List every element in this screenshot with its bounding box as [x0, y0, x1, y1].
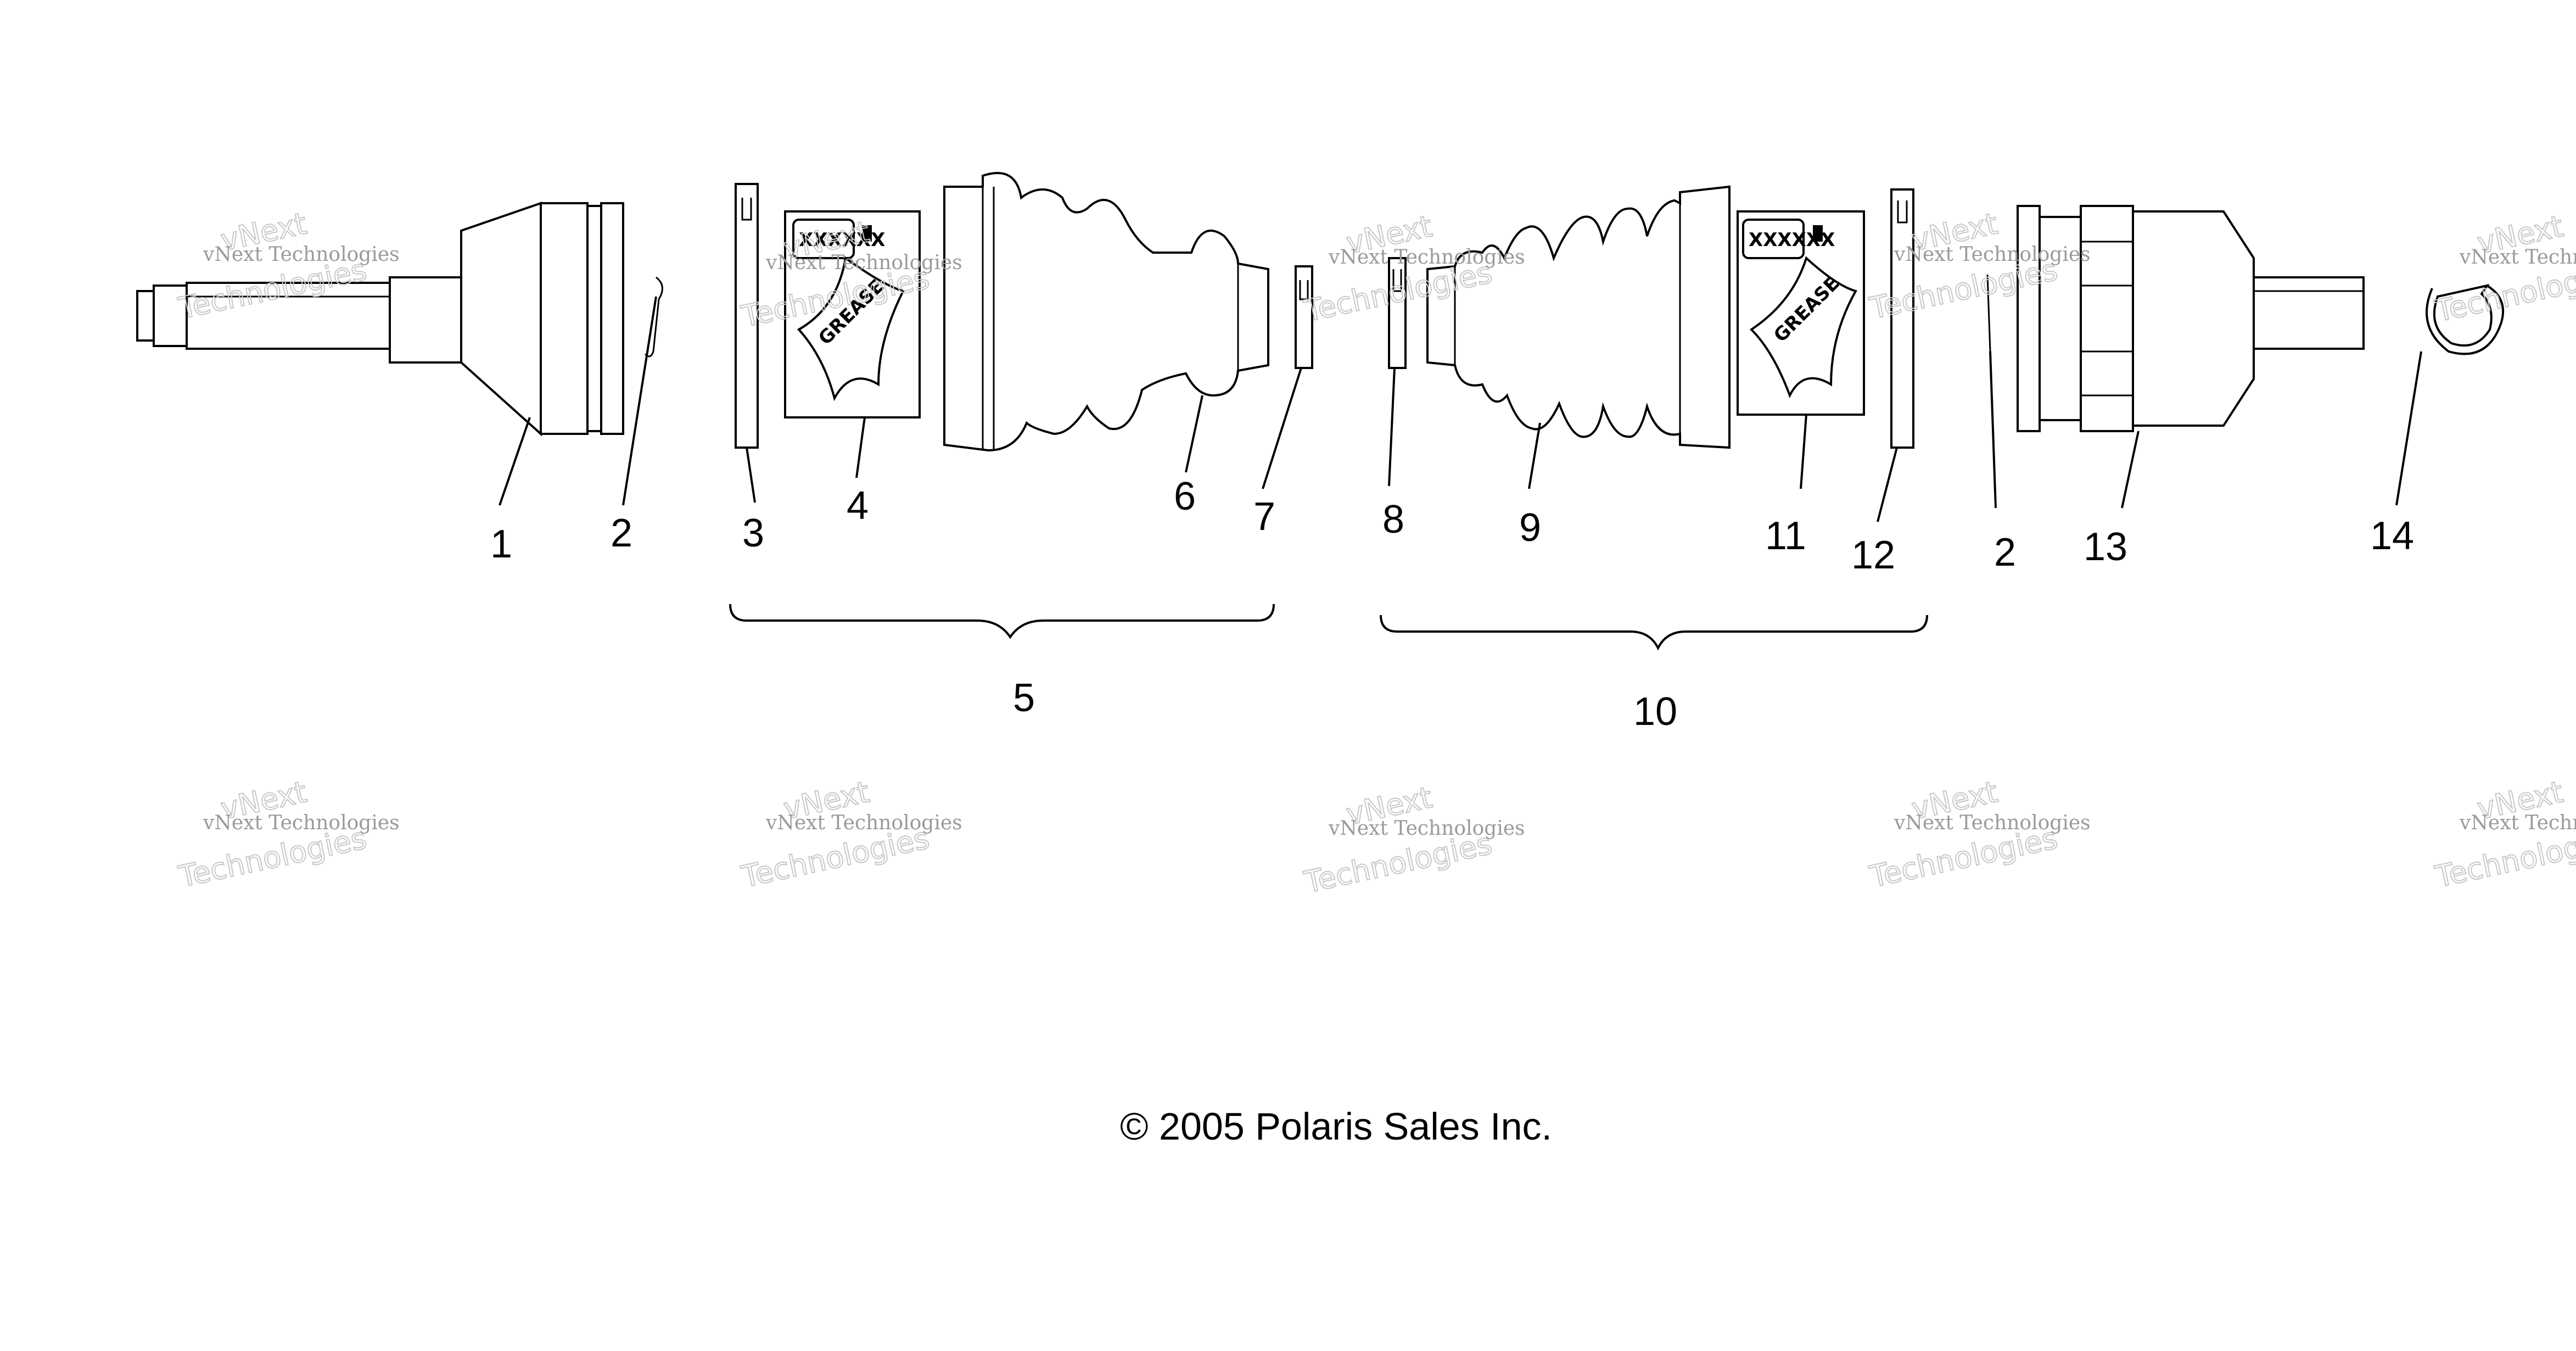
svg-text:vNext Technologies: vNext Technologies: [1328, 246, 1525, 269]
callout-10: 10: [1633, 690, 1677, 734]
svg-text:vNext Technologies: vNext Technologies: [765, 812, 962, 834]
bracket-group-10: [1380, 615, 1928, 651]
callout-5: 5: [1013, 676, 1035, 720]
svg-text:vNext Technologies: vNext Technologies: [203, 243, 400, 266]
outer-cv-joint: [136, 202, 624, 437]
leader-lines: [499, 296, 2422, 522]
svg-text:vNext Technologies: vNext Technologies: [1894, 812, 2091, 834]
callout-6: 6: [1174, 474, 1196, 518]
callout-9: 9: [1519, 506, 1541, 550]
copyright-notice: © 2005 Polaris Sales Inc.: [1120, 1105, 1552, 1148]
callout-3: 3: [742, 511, 764, 555]
callout-labels: 1 2 3 4 5 6 7 8 9 10 11 12 2 13 14: [490, 474, 2414, 734]
retaining-clip-left: [644, 276, 663, 358]
grease-packet-outer: XXXXXX GREASE: [784, 210, 921, 418]
inner-cv-joint-housing: [2017, 205, 2365, 432]
clamp-strap-inner-small: [1388, 257, 1407, 369]
callout-13: 13: [2084, 525, 2127, 569]
svg-text:vNext Technologies: vNext Technologies: [1894, 243, 2091, 266]
svg-text:vNext Technologies: vNext Technologies: [765, 252, 962, 274]
cv-boot-outer: [943, 172, 1269, 452]
callout-12: 12: [1851, 533, 1895, 577]
grease-packet-inner: XXXXXX GREASE: [1737, 210, 1865, 416]
clamp-strap-inner-large: [1890, 188, 1914, 449]
callout-2-left: 2: [611, 511, 632, 555]
retaining-clip-right: [1986, 274, 1991, 352]
clamp-strap-outer-small: [1295, 265, 1313, 369]
svg-text:vNext Technologies: vNext Technologies: [1328, 817, 1525, 840]
callout-1: 1: [490, 522, 512, 566]
svg-text:vNext Technologies: vNext Technologies: [2459, 812, 2576, 834]
cv-boot-inner: [1426, 185, 1731, 449]
callout-4: 4: [847, 484, 869, 528]
bracket-group-5: [729, 604, 1275, 639]
callout-14: 14: [2370, 514, 2414, 558]
svg-text:vNext Technologies: vNext Technologies: [203, 812, 400, 834]
svg-text:vNext Technologies: vNext Technologies: [2459, 246, 2576, 269]
snap-ring: [2426, 283, 2505, 355]
callout-2-right: 2: [1994, 531, 2016, 574]
callout-11: 11: [1765, 514, 1806, 558]
callout-7: 7: [1253, 495, 1275, 539]
callout-8: 8: [1382, 498, 1404, 541]
